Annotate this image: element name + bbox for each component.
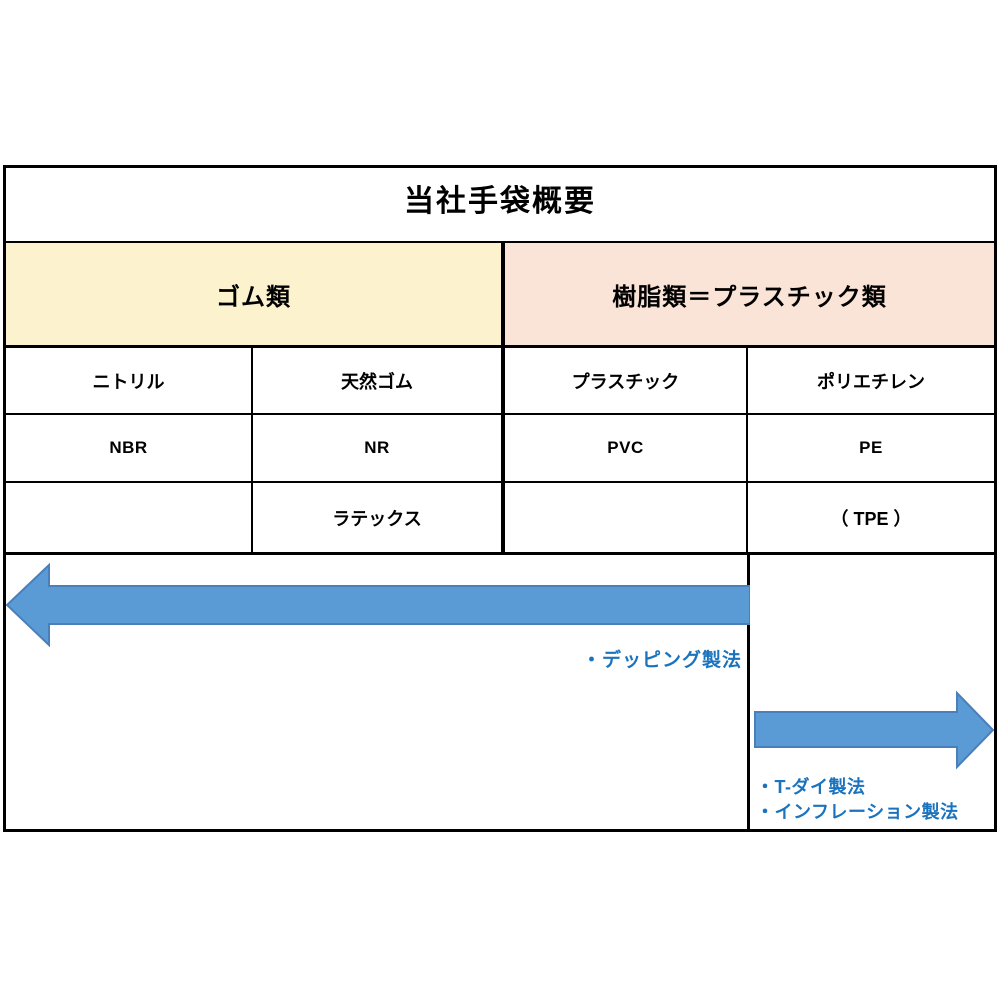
material-name-row: ニトリル 天然ゴム プラスチック ポリエチレン bbox=[6, 348, 994, 415]
title-row: 当社手袋概要 bbox=[6, 168, 994, 243]
material-code-row: NBR NR PVC PE bbox=[6, 415, 994, 483]
left-arrow bbox=[6, 563, 750, 648]
cell-tpe: （ TPE ） bbox=[830, 508, 912, 529]
right-arrow-shape bbox=[754, 690, 994, 770]
cell-nr: NR bbox=[253, 415, 505, 481]
cell-empty-2 bbox=[505, 483, 748, 552]
dipping-process-cell: ・デッピング製法 bbox=[6, 555, 750, 829]
process-row: ・デッピング製法 ・T-ダイ製法 ・インフレーション製法 bbox=[6, 555, 994, 829]
group-header-rubber: ゴム類 bbox=[6, 243, 505, 345]
inflation-process-label: ・インフレーション製法 bbox=[756, 802, 959, 823]
extrusion-process-cell: ・T-ダイ製法 ・インフレーション製法 bbox=[750, 555, 994, 829]
group-header-row: ゴム類 樹脂類＝プラスチック類 bbox=[6, 243, 994, 348]
group-header-plastic: 樹脂類＝プラスチック類 bbox=[505, 243, 994, 345]
cell-plastic: プラスチック bbox=[505, 348, 748, 413]
cell-empty-1 bbox=[6, 483, 253, 552]
cell-pe: PE bbox=[859, 438, 883, 457]
cell-natural-rubber: 天然ゴム bbox=[253, 348, 505, 413]
cell-nbr: NBR bbox=[6, 415, 253, 481]
material-extra-row: ラテックス （ TPE ） bbox=[6, 483, 994, 555]
cell-nitrile: ニトリル bbox=[6, 348, 253, 413]
left-arrow-shape bbox=[6, 563, 750, 648]
cell-polyethylene: ポリエチレン bbox=[817, 371, 925, 392]
page-title: 当社手袋概要 bbox=[404, 184, 596, 218]
right-arrow bbox=[754, 690, 994, 770]
cell-latex: ラテックス bbox=[253, 483, 505, 552]
t-die-process-label: ・T-ダイ製法 bbox=[756, 777, 866, 797]
extrusion-process-labels: ・T-ダイ製法 ・インフレーション製法 bbox=[756, 775, 959, 825]
glove-overview-table: 当社手袋概要 ゴム類 樹脂類＝プラスチック類 ニトリル 天然ゴム プラスチック … bbox=[3, 165, 997, 832]
dipping-process-label: ・デッピング製法 bbox=[581, 650, 742, 671]
cell-pvc: PVC bbox=[505, 415, 748, 481]
